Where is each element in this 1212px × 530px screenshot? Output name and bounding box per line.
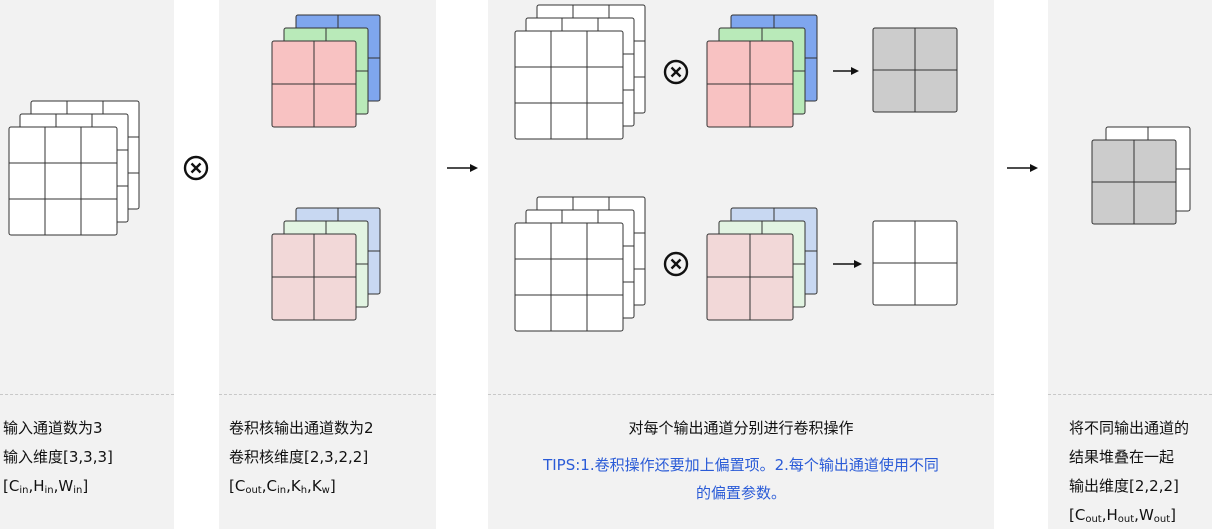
convolution-caption: 对每个输出通道分别进行卷积操作 TIPS:1.卷积操作还要加上偏置项。2.每个输… [488,414,994,507]
conv-input-bottom-layer-1 [514,222,624,332]
arrow-to-result-top-icon-head [851,67,859,75]
convolve-top-operator-icon-stroke [670,66,682,78]
convolve-bottom-operator-icon-stroke [670,258,682,270]
output-stack-text-2: 结果堆叠在一起 [1069,448,1175,466]
kernel-caption: 卷积核输出通道数为2 卷积核维度[2,3,2,2] [Cout,Cin,Kh,K… [229,414,374,501]
arrow-to-convolution-icon-head [470,164,478,172]
kernel-dims-text: 卷积核维度[2,3,2,2] [229,448,369,466]
output-dims-text: 输出维度[2,2,2] [1069,477,1179,495]
panel-output [1048,0,1212,529]
kernel-dims-formula: [Cout,Cin,Kh,Kw] [229,477,336,496]
input-dims-formula: [Cin,Hin,Win] [3,477,89,496]
input-dims-text: 输入维度[3,3,3] [3,448,113,466]
divider-convolution [488,394,994,395]
input-caption: 输入通道数为3 输入维度[3,3,3] [Cin,Hin,Win] [3,414,113,501]
output-caption: 将不同输出通道的 结果堆叠在一起 输出维度[2,2,2] [Cout,Hout,… [1069,414,1189,530]
arrow-to-output-icon-head [1030,164,1038,172]
divider-kernel [219,394,436,395]
kernel-channels-text: 卷积核输出通道数为2 [229,419,374,437]
panel-input [0,0,174,529]
divider-input [0,394,174,395]
arrow-to-result-bottom-icon-head [854,260,862,268]
conv-input-top-layer-1 [514,30,624,140]
input-tensor-layer-1 [8,126,118,236]
output-dims-formula: [Cout,Hout,Wout] [1069,506,1177,525]
convolve-operator-icon-stroke [190,162,202,174]
divider-output [1048,394,1212,395]
convolve-operator-icon [183,155,209,181]
convolution-title: 对每个输出通道分别进行卷积操作 [628,419,854,437]
input-channels-text: 输入通道数为3 [3,419,103,437]
convolve-bottom-operator-icon [663,251,689,277]
tips-line-2: 的偏置参数。 [695,484,786,502]
convolve-top-operator-icon [663,59,689,85]
output-stack-text-1: 将不同输出通道的 [1069,419,1190,437]
tips-line-1: TIPS:1.卷积操作还要加上偏置项。2.每个输出通道使用不同 [543,456,939,474]
